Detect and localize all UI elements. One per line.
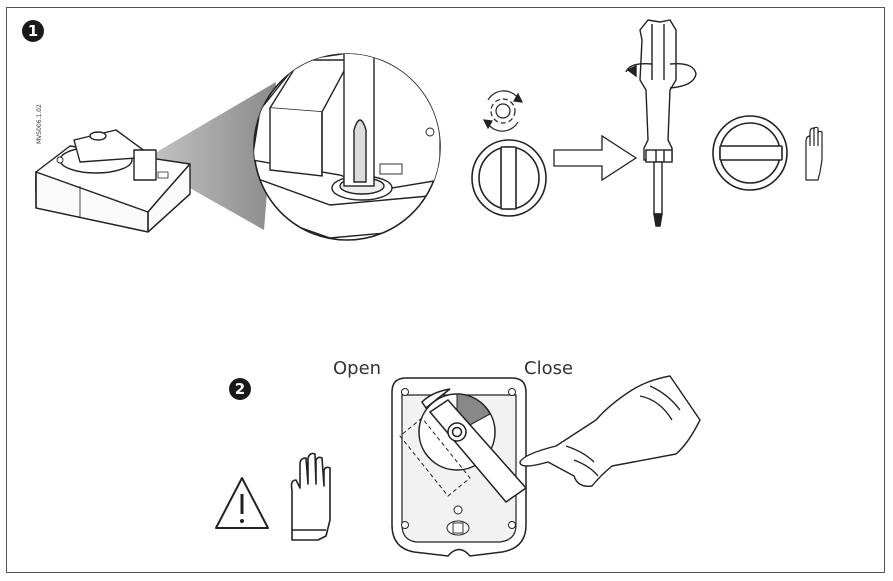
actuator-front-icon [391, 377, 528, 557]
gloved-hand-icon [290, 452, 331, 541]
magnifier-cone [150, 82, 276, 230]
arrow-right-icon [553, 134, 638, 182]
warning-icon [215, 477, 269, 529]
step-1-badge: 1 [22, 20, 44, 42]
open-label: Open [333, 358, 382, 379]
hand-icon [805, 126, 823, 181]
figure-code: MVS006.1.02 [36, 104, 43, 144]
rotation-icon [482, 90, 524, 132]
actuator-icon [35, 129, 191, 233]
step-2-badge: 2 [229, 378, 251, 400]
slot-knob-icon [471, 139, 547, 217]
magnifier-icon [253, 53, 441, 241]
slot-knob-icon [712, 115, 788, 191]
pointing-hand-icon [519, 375, 701, 487]
close-label: Close [524, 358, 574, 379]
screwdriver-icon [625, 19, 697, 227]
